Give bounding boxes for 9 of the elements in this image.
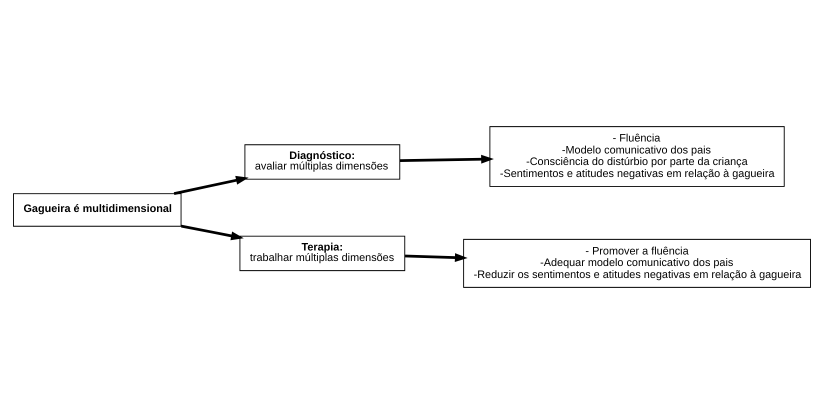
node-box: - Fluência -Modelo comunicativo dos pais -Consciência do distúrbio por parte da criança -Sentimentos e atitudes negativas em relação à gagueira: [489, 126, 785, 186]
arrow: [405, 252, 468, 262]
node-box: Terapia: trabalhar múltiplas dimensões: [239, 235, 406, 271]
arrow: [174, 175, 249, 194]
node-box: Diagnóstico: avaliar múltiplas dimensões: [244, 144, 400, 180]
arrow: [400, 154, 494, 164]
node-box: - Promover a fluência -Adequar modelo comunicativo dos pais -Reduzir os sentimentos e atitudes negativas em relação à gagueira: [463, 238, 811, 288]
arrow: [181, 224, 244, 240]
node-box: Gagueira é multidimensional: [13, 192, 182, 226]
